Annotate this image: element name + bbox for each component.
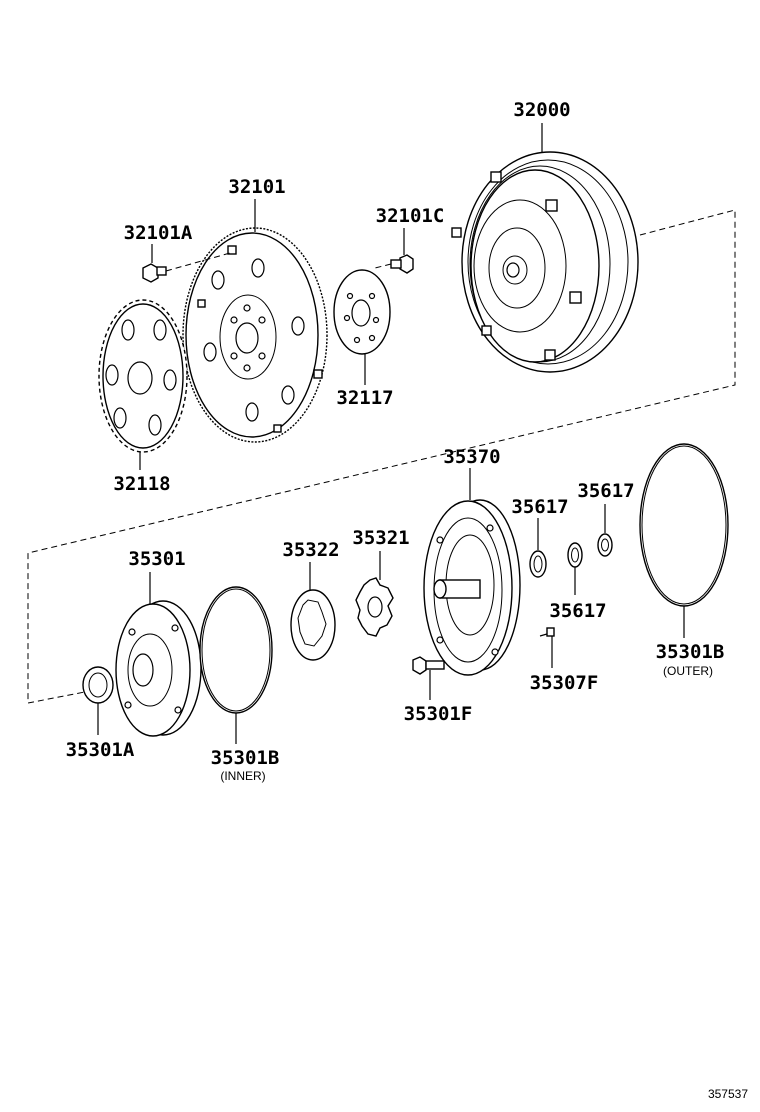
sublabel-outer: (OUTER) (663, 664, 713, 678)
label-32118: 32118 (113, 473, 170, 495)
oil-pump-body[interactable] (423, 499, 521, 676)
label-32101c: 32101C (376, 205, 445, 227)
label-32000: 32000 (513, 99, 570, 121)
label-32117: 32117 (336, 387, 393, 409)
oil-seal[interactable] (82, 666, 114, 704)
leader-32101c-dashed (374, 263, 392, 269)
label-35617-a: 35617 (511, 496, 568, 518)
pump-stator[interactable] (115, 600, 202, 737)
drive-gear[interactable] (290, 589, 336, 661)
sensor-plate[interactable] (98, 299, 188, 453)
label-35301: 35301 (128, 548, 185, 570)
leader-32101a-dashed (165, 252, 231, 272)
o-ring-inner[interactable] (199, 586, 273, 714)
label-35307f: 35307F (530, 672, 599, 694)
group-dashed-outline (27, 209, 736, 704)
seal-ring-c[interactable] (597, 533, 613, 557)
label-35617-b: 35617 (549, 600, 606, 622)
label-35301b-inner: 35301B (211, 747, 280, 769)
bolt-35307f[interactable] (539, 627, 555, 637)
drive-plate[interactable] (182, 227, 328, 443)
label-35301a: 35301A (66, 739, 135, 761)
diagram-reference-number: 357537 (708, 1087, 748, 1101)
sublabel-inner: (INNER) (220, 769, 265, 783)
label-32101a: 32101A (124, 222, 193, 244)
label-32101: 32101 (228, 176, 285, 198)
label-35322: 35322 (282, 539, 339, 561)
bolt-32101a[interactable] (142, 263, 167, 283)
torque-converter[interactable] (451, 151, 639, 373)
bolt-32101c[interactable] (390, 254, 414, 274)
driven-gear[interactable] (355, 577, 394, 637)
label-35321: 35321 (352, 527, 409, 549)
label-35301f: 35301F (404, 703, 473, 725)
bolt-35301f[interactable] (412, 656, 445, 675)
seal-ring-b[interactable] (567, 542, 583, 568)
label-35370: 35370 (443, 446, 500, 468)
label-35301b-outer: 35301B (656, 641, 725, 663)
label-35617-c: 35617 (577, 480, 634, 502)
o-ring-outer[interactable] (639, 443, 729, 607)
spacer-plate[interactable] (333, 269, 391, 355)
seal-ring-a[interactable] (529, 550, 547, 578)
